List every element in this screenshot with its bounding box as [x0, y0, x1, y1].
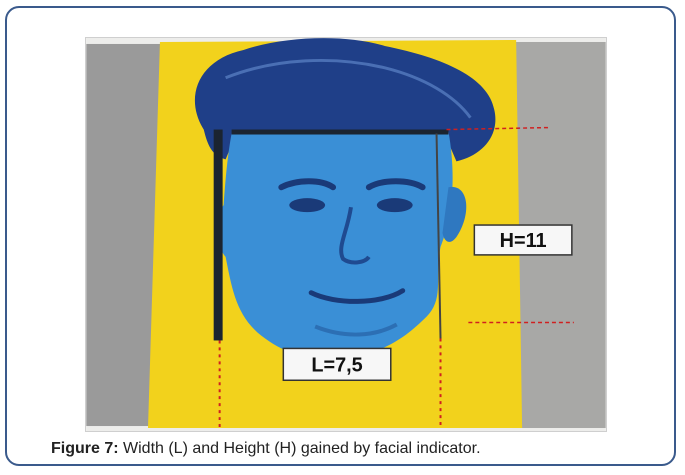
- figure-card: H=11 L=7,5 Figure 7: Width (L) and Heigh…: [5, 6, 676, 466]
- figure-caption: Figure 7: Width (L) and Height (H) gaine…: [51, 440, 651, 458]
- caption-prefix: Figure 7:: [51, 440, 119, 457]
- right-measure-line: [435, 133, 442, 339]
- height-label-box: [473, 224, 573, 256]
- width-label: L=7,5: [311, 354, 362, 376]
- face-shape: [216, 131, 453, 360]
- left-measure-bar: [213, 129, 223, 341]
- nose: [339, 206, 371, 265]
- width-label-box: [282, 347, 392, 382]
- right-eyebrow: [365, 178, 426, 191]
- top-measure-bar: [231, 129, 449, 135]
- facial-indicator-photo: H=11 L=7,5: [85, 37, 607, 432]
- facial-indicator-illustration: H=11 L=7,5: [86, 38, 606, 431]
- ear-shape: [442, 186, 467, 242]
- left-eyebrow: [278, 178, 337, 191]
- left-eye: [289, 198, 326, 213]
- mouth: [308, 288, 406, 304]
- height-label: H=11: [500, 230, 547, 252]
- top-dotted-guide: [446, 126, 550, 131]
- hair-highlight: [225, 58, 472, 119]
- chin-shadow: [314, 322, 398, 337]
- caption-text: Width (L) and Height (H) gained by facia…: [118, 440, 481, 457]
- right-eye: [376, 198, 413, 213]
